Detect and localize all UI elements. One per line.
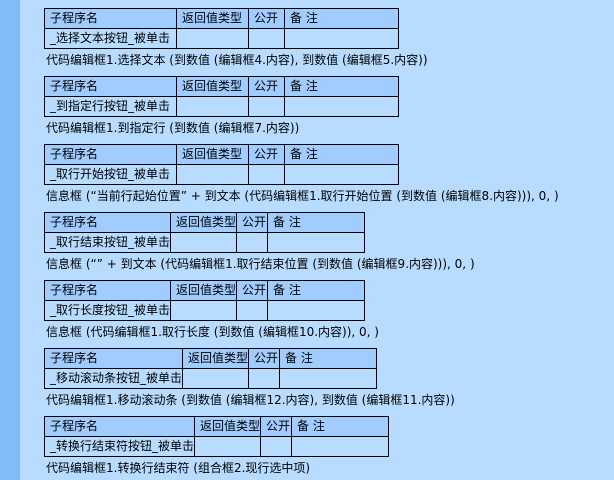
return-type-cell[interactable] [176,164,249,185]
subroutine-name-cell[interactable]: _转换行结束符按钮_被单击 [43,436,196,457]
header-public: 公开 [248,76,285,97]
return-type-cell[interactable] [176,96,249,117]
table-row: _移动滚动条按钮_被单击 [43,368,378,389]
subroutine-table: 子程序名返回值类型公开备 注_到指定行按钮_被单击 [44,76,399,117]
code-line[interactable]: 信息框 (“” + 到文本 (代码编辑框1.取行结束位置 (到数值 (编辑框9.… [46,257,475,271]
header-subroutine-name: 子程序名 [43,212,172,233]
header-subroutine-name: 子程序名 [44,8,177,29]
public-cell[interactable] [260,436,293,457]
header-return-type: 返回值类型 [176,8,249,29]
table-row: _选择文本按钮_被单击 [44,28,399,49]
return-type-cell[interactable] [194,436,262,457]
header-subroutine-name: 子程序名 [43,348,184,369]
header-remark: 备 注 [267,212,366,233]
header-return-type: 返回值类型 [176,76,249,97]
subroutine-block: 子程序名返回值类型公开备 注_转换行结束符按钮_被单击代码编辑框1.转换行结束符… [43,416,390,475]
remark-cell[interactable] [267,232,366,253]
subroutine-block: 子程序名返回值类型公开备 注_取行长度按钮_被单击信息框 (代码编辑框1.取行长… [43,280,379,339]
header-remark: 备 注 [279,348,378,369]
header-remark: 备 注 [284,76,399,97]
return-type-cell[interactable] [170,232,238,253]
code-line[interactable]: 代码编辑框1.移动滚动条 (到数值 (编辑框12.内容), 到数值 (编辑框11… [46,393,455,407]
table-header-row: 子程序名返回值类型公开备 注 [44,8,399,29]
header-public: 公开 [248,8,285,29]
subroutine-block: 子程序名返回值类型公开备 注_取行结束按钮_被单击信息框 (“” + 到文本 (… [43,212,475,271]
table-row: _到指定行按钮_被单击 [44,96,399,117]
table-row: _转换行结束符按钮_被单击 [43,436,390,457]
table-row: _取行开始按钮_被单击 [44,164,399,185]
subroutine-block: 子程序名返回值类型公开备 注_到指定行按钮_被单击代码编辑框1.到指定行 (到数… [44,76,399,135]
header-remark: 备 注 [267,280,366,301]
header-public: 公开 [260,416,293,437]
subroutine-name-cell[interactable]: _取行开始按钮_被单击 [44,164,177,185]
remark-cell[interactable] [291,436,390,457]
subroutine-name-cell[interactable]: _到指定行按钮_被单击 [44,96,177,117]
header-return-type: 返回值类型 [194,416,262,437]
header-public: 公开 [236,280,269,301]
header-remark: 备 注 [284,144,399,165]
return-type-cell[interactable] [176,28,249,49]
header-return-type: 返回值类型 [170,212,238,233]
header-subroutine-name: 子程序名 [43,416,196,437]
code-line[interactable]: 信息框 (代码编辑框1.取行长度 (到数值 (编辑框10.内容)), 0, ) [46,325,379,339]
subroutine-name-cell[interactable]: _移动滚动条按钮_被单击 [43,368,184,389]
code-line[interactable]: 代码编辑框1.转换行结束符 (组合框2.现行选中项) [46,461,311,475]
header-remark: 备 注 [284,8,399,29]
code-line[interactable]: 信息框 (“当前行起始位置” + 到文本 (代码编辑框1.取行开始位置 (到数值… [46,189,559,203]
subroutine-table: 子程序名返回值类型公开备 注_移动滚动条按钮_被单击 [43,348,378,389]
table-row: _取行长度按钮_被单击 [43,300,366,321]
return-type-cell[interactable] [170,300,238,321]
header-public: 公开 [236,212,269,233]
code-line[interactable]: 代码编辑框1.到指定行 (到数值 (编辑框7.内容)) [46,121,300,135]
table-header-row: 子程序名返回值类型公开备 注 [44,144,399,165]
subroutine-table: 子程序名返回值类型公开备 注_取行长度按钮_被单击 [43,280,366,321]
code-line[interactable]: 代码编辑框1.选择文本 (到数值 (编辑框4.内容), 到数值 (编辑框5.内容… [46,53,428,67]
header-return-type: 返回值类型 [170,280,238,301]
public-cell[interactable] [236,300,269,321]
subroutine-block: 子程序名返回值类型公开备 注_移动滚动条按钮_被单击代码编辑框1.移动滚动条 (… [43,348,455,407]
header-subroutine-name: 子程序名 [44,144,177,165]
public-cell[interactable] [236,232,269,253]
header-public: 公开 [248,348,281,369]
remark-cell[interactable] [284,164,399,185]
remark-cell[interactable] [279,368,378,389]
subroutine-name-cell[interactable]: _取行长度按钮_被单击 [43,300,172,321]
header-return-type: 返回值类型 [176,144,249,165]
public-cell[interactable] [248,96,285,117]
table-header-row: 子程序名返回值类型公开备 注 [43,212,366,233]
subroutine-table: 子程序名返回值类型公开备 注_选择文本按钮_被单击 [44,8,399,49]
table-header-row: 子程序名返回值类型公开备 注 [43,416,390,437]
table-header-row: 子程序名返回值类型公开备 注 [44,76,399,97]
subroutine-block: 子程序名返回值类型公开备 注_取行开始按钮_被单击信息框 (“当前行起始位置” … [44,144,559,203]
subroutine-name-cell[interactable]: _取行结束按钮_被单击 [43,232,172,253]
header-public: 公开 [248,144,285,165]
header-return-type: 返回值类型 [182,348,250,369]
header-subroutine-name: 子程序名 [43,280,172,301]
subroutine-table: 子程序名返回值类型公开备 注_转换行结束符按钮_被单击 [43,416,390,457]
public-cell[interactable] [248,164,285,185]
remark-cell[interactable] [284,28,399,49]
subroutine-name-cell[interactable]: _选择文本按钮_被单击 [44,28,177,49]
header-remark: 备 注 [291,416,390,437]
public-cell[interactable] [248,28,285,49]
remark-cell[interactable] [267,300,366,321]
table-header-row: 子程序名返回值类型公开备 注 [43,348,378,369]
left-margin-strip [0,0,20,480]
subroutine-block: 子程序名返回值类型公开备 注_选择文本按钮_被单击代码编辑框1.选择文本 (到数… [44,8,428,67]
table-row: _取行结束按钮_被单击 [43,232,366,253]
public-cell[interactable] [248,368,281,389]
remark-cell[interactable] [284,96,399,117]
header-subroutine-name: 子程序名 [44,76,177,97]
subroutine-table: 子程序名返回值类型公开备 注_取行开始按钮_被单击 [44,144,399,185]
table-header-row: 子程序名返回值类型公开备 注 [43,280,366,301]
subroutine-table: 子程序名返回值类型公开备 注_取行结束按钮_被单击 [43,212,366,253]
return-type-cell[interactable] [182,368,250,389]
